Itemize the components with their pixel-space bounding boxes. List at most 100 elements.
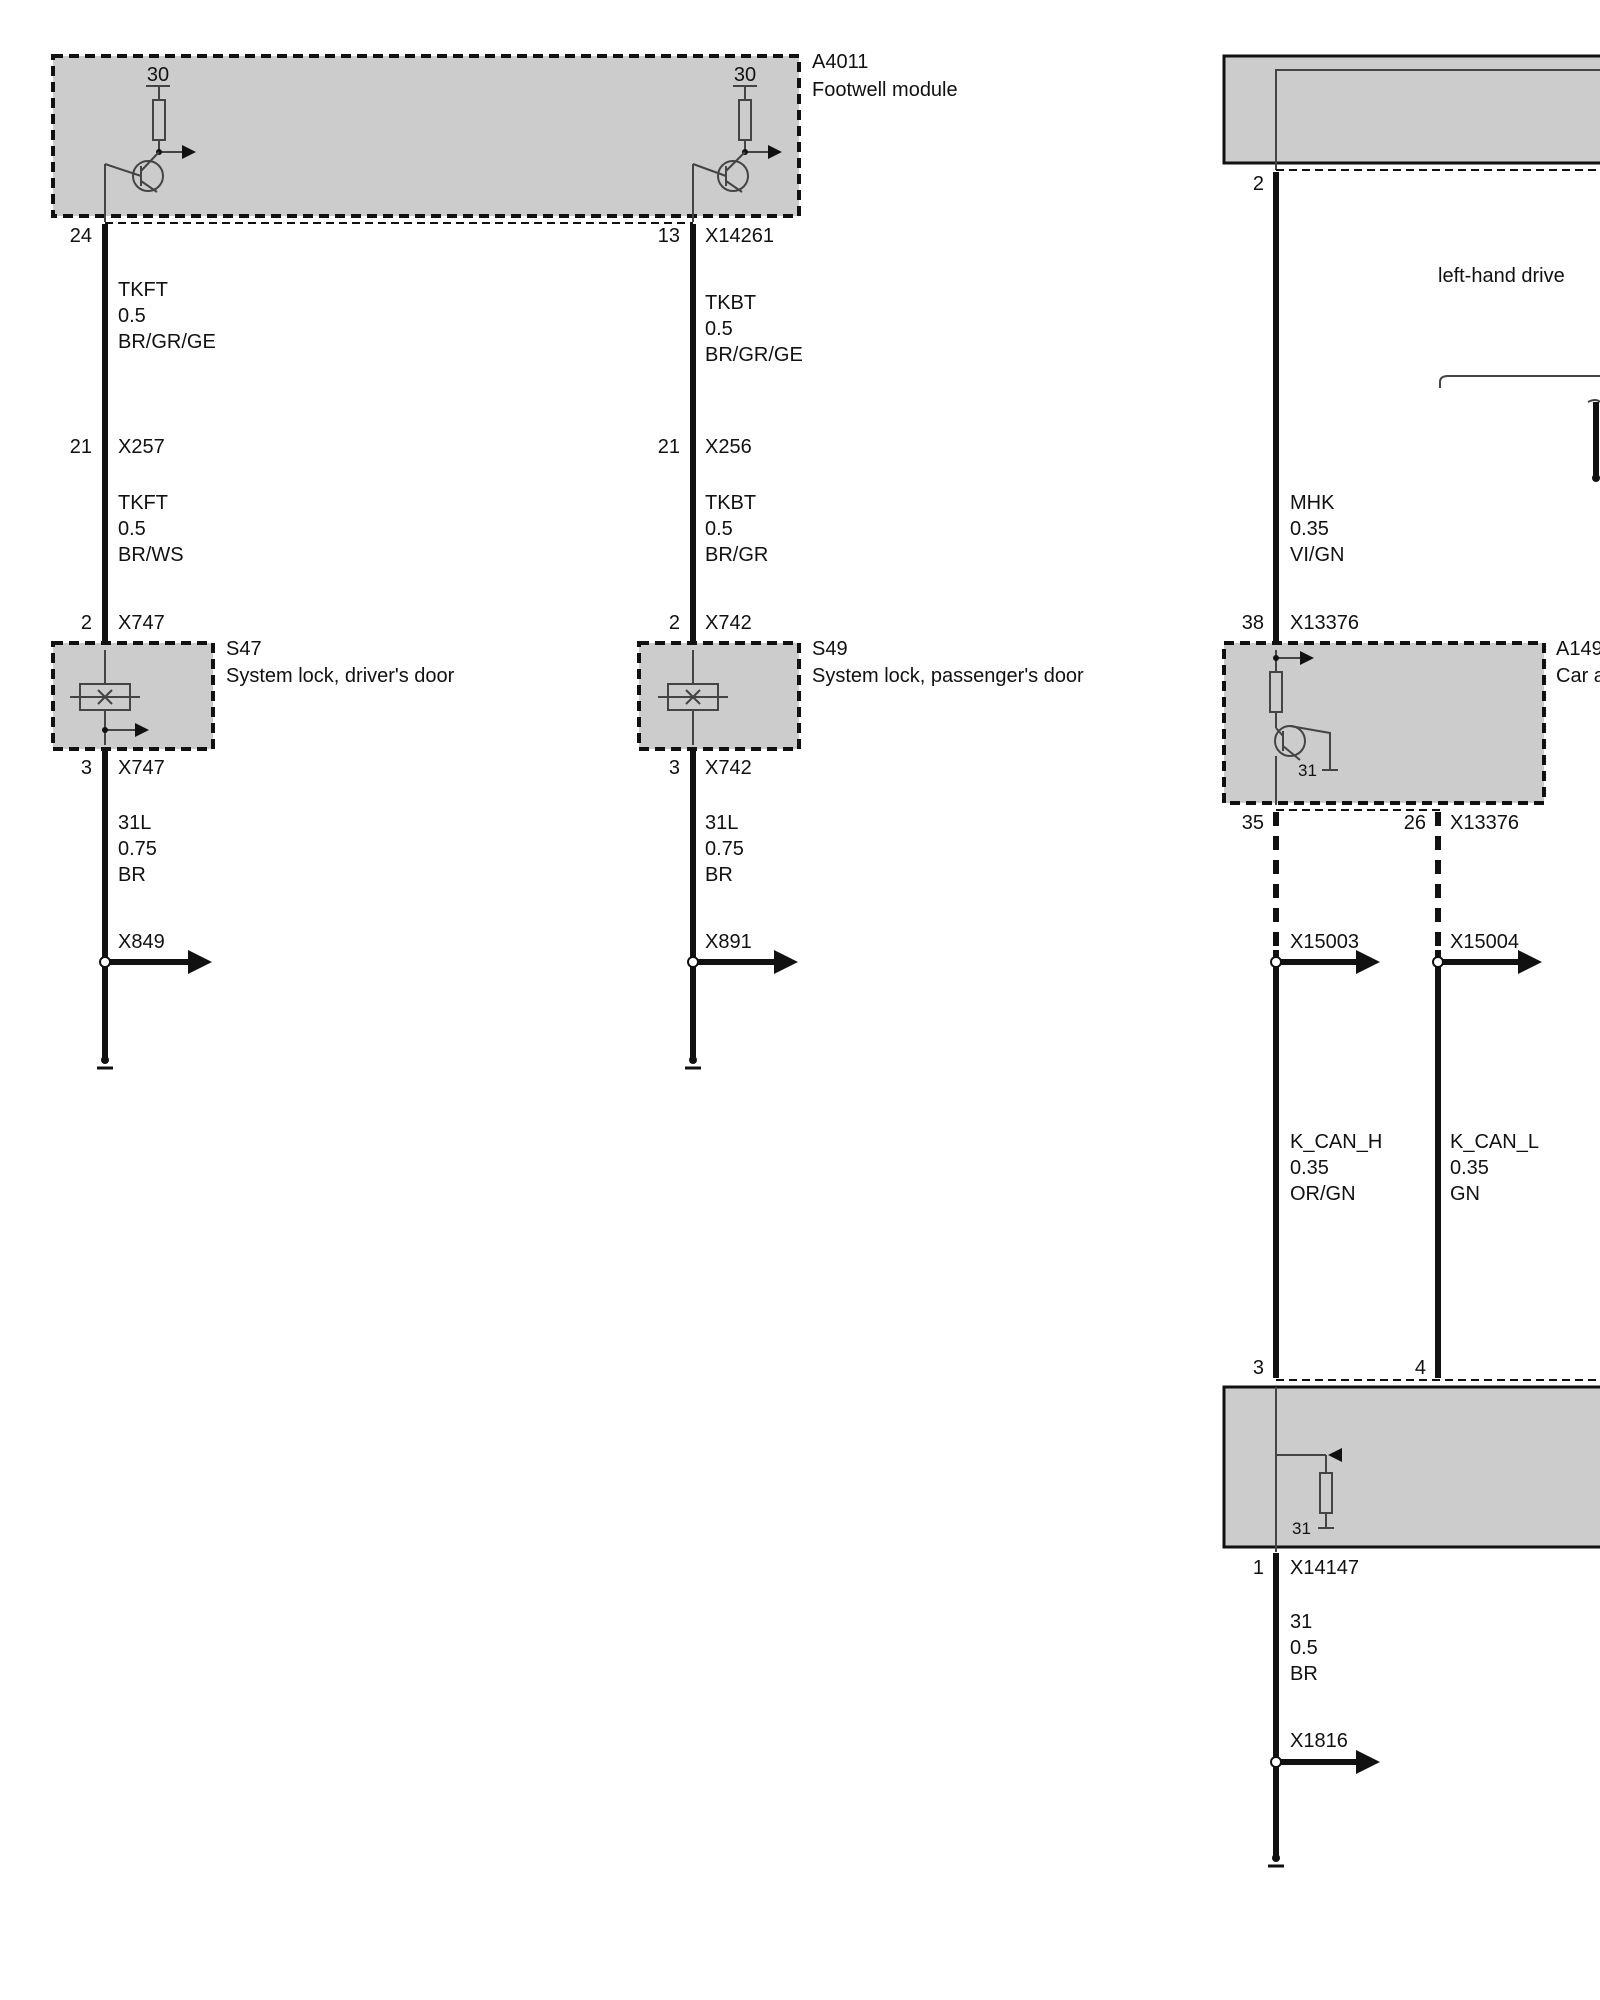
continuation-arrow-icon xyxy=(188,950,212,974)
wire-name: TKFT xyxy=(118,492,168,514)
ground-connector-label: X1816 xyxy=(1290,1730,1348,1752)
system-lock-passenger-name: System lock, passenger's door xyxy=(812,665,1084,687)
circuit-right[interactable]: 2 left-hand drive MHK 0.35 VI/GN 38 X133… xyxy=(1222,54,1600,1868)
output-arrow-icon xyxy=(182,145,196,159)
wire-name: K_CAN_H xyxy=(1290,1131,1382,1153)
splice-label: X15003 xyxy=(1290,931,1359,953)
wire-size: 0.5 xyxy=(705,318,733,340)
footwell-driver-left: 30 xyxy=(104,64,196,222)
wire-color: BR xyxy=(705,864,733,886)
splice-label: X15004 xyxy=(1450,931,1519,953)
connector-label: X13376 xyxy=(1450,812,1519,834)
pin-label: 1 xyxy=(1253,1557,1264,1579)
wire-size: 0.35 xyxy=(1290,518,1329,540)
bracket xyxy=(1439,375,1600,388)
pin-label: 3 xyxy=(669,757,680,779)
continuation-arrow-icon xyxy=(1518,950,1542,974)
wire-name: TKFT xyxy=(118,279,168,301)
pin-label: 13 xyxy=(658,225,680,247)
connector-label: X13376 xyxy=(1290,612,1359,634)
circuit-passenger-door[interactable]: 13 X14261 TKBT 0.5 BR/GR/GE 21 X256 TKBT… xyxy=(637,224,1084,1070)
footwell-driver-right: 30 xyxy=(692,64,782,222)
connector-label: X742 xyxy=(705,757,752,779)
connector-label: X747 xyxy=(118,612,165,634)
lower-module[interactable]: 31 xyxy=(1222,1385,1600,1552)
wire-size: 0.75 xyxy=(705,838,744,860)
wire-name: 31 xyxy=(1290,1611,1312,1633)
wire-color: OR/GN xyxy=(1290,1183,1356,1205)
output-arrow-icon xyxy=(768,145,782,159)
wire-size: 0.5 xyxy=(118,305,146,327)
circuit-driver-door[interactable]: 24 TKFT 0.5 BR/GR/GE 21 X257 TKFT 0.5 BR… xyxy=(51,224,455,1070)
wire-color: BR xyxy=(1290,1663,1318,1685)
ground-31-label: 31 xyxy=(1298,761,1317,780)
footwell-module-id: A4011 xyxy=(812,51,868,73)
output-arrow-icon xyxy=(135,723,149,737)
pin-label: 26 xyxy=(1404,812,1426,834)
pin-label: 21 xyxy=(658,436,680,458)
pin-label: 2 xyxy=(1253,173,1264,195)
wire-size: 0.35 xyxy=(1290,1157,1329,1179)
system-lock-driver-name: System lock, driver's door xyxy=(226,665,455,687)
continuation-arrow-icon xyxy=(1356,950,1380,974)
wire-name: TKBT xyxy=(705,292,756,314)
wire-size: 0.5 xyxy=(705,518,733,540)
note-left-hand-drive: left-hand drive xyxy=(1438,265,1565,287)
pin-label: 21 xyxy=(70,436,92,458)
wire-color: BR/GR/GE xyxy=(118,331,216,353)
system-lock-driver[interactable] xyxy=(51,641,215,751)
pin-label: 2 xyxy=(669,612,680,634)
continuation-arrow-icon xyxy=(1356,1750,1380,1774)
ground-connector-label: X849 xyxy=(118,931,165,953)
pin-label: 3 xyxy=(81,757,92,779)
ground-connector-label: X891 xyxy=(705,931,752,953)
car-access-module-box[interactable] xyxy=(1222,641,1546,805)
footwell-module-name: Footwell module xyxy=(812,79,958,101)
connector-label: X257 xyxy=(118,436,165,458)
input-arrow-icon xyxy=(1328,1448,1342,1462)
pin-label: 3 xyxy=(1253,1357,1264,1379)
system-lock-passenger-id: S49 xyxy=(812,638,848,660)
pin-label: 24 xyxy=(70,225,92,247)
wire-color: BR xyxy=(118,864,146,886)
top-module-internal-line xyxy=(1275,69,1600,170)
footwell-module[interactable]: A4011 Footwell module 30 30 xyxy=(51,51,958,224)
wire-color: BR/GR/GE xyxy=(705,344,803,366)
supply-30-left-label: 30 xyxy=(147,64,169,86)
wire-size: 0.75 xyxy=(118,838,157,860)
wire-size: 0.5 xyxy=(118,518,146,540)
lower-module-box[interactable] xyxy=(1222,1385,1600,1549)
wire-name: TKBT xyxy=(705,492,756,514)
wire-name: 31L xyxy=(705,812,738,834)
wire-color: VI/GN xyxy=(1290,544,1344,566)
wire-size: 0.35 xyxy=(1450,1157,1489,1179)
car-access-module-name: Car a xyxy=(1556,665,1600,687)
system-lock-passenger[interactable] xyxy=(637,641,801,751)
wire-name: K_CAN_L xyxy=(1450,1131,1539,1153)
car-access-module[interactable]: 31 xyxy=(1222,641,1546,805)
connector-label: X747 xyxy=(118,757,165,779)
transistor-icon xyxy=(132,160,164,192)
pin-label: 38 xyxy=(1242,612,1264,634)
connector-label: X256 xyxy=(705,436,752,458)
supply-30-right-label: 30 xyxy=(734,64,756,86)
wire-color: BR/WS xyxy=(118,544,184,566)
wire-color: BR/GR xyxy=(705,544,768,566)
ground-31-label: 31 xyxy=(1292,1519,1311,1538)
wire-name: 31L xyxy=(118,812,151,834)
connector-label: X14261 xyxy=(705,225,774,247)
continuation-arrow-icon xyxy=(774,950,798,974)
connector-label: X742 xyxy=(705,612,752,634)
car-access-module-id: A149 xyxy=(1556,638,1600,660)
connector-label: X14147 xyxy=(1290,1557,1359,1579)
pin-label: 2 xyxy=(81,612,92,634)
system-lock-driver-id: S47 xyxy=(226,638,262,660)
transistor-icon xyxy=(717,160,749,192)
wire-color: GN xyxy=(1450,1183,1480,1205)
top-module-box[interactable] xyxy=(1222,54,1600,165)
wire-name: MHK xyxy=(1290,492,1335,514)
pin-label: 35 xyxy=(1242,812,1264,834)
footwell-module-box[interactable] xyxy=(51,54,801,218)
wire-size: 0.5 xyxy=(1290,1637,1318,1659)
